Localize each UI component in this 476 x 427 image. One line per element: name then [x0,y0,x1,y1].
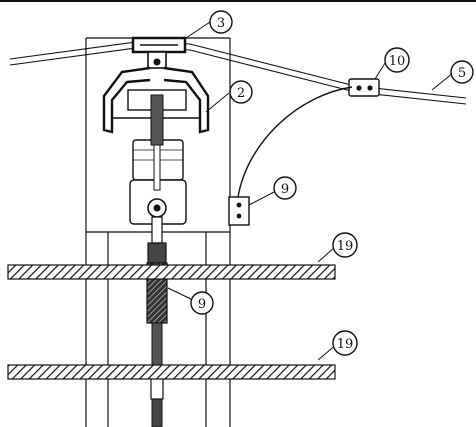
callout-3 [209,10,233,34]
cable-clip [348,78,380,97]
label-clip: 10 [389,54,406,69]
label-hanger: 2 [237,86,245,101]
callout-9-rod [190,291,214,315]
callout-2 [229,80,253,104]
label-beam-upper: 19 [337,239,354,254]
leader-lines [167,21,454,361]
label-rod: 9 [198,297,206,312]
wall-bracket [228,196,250,226]
drop-wire [237,86,353,198]
callout-9-bracket [273,176,297,200]
label-top-clamp: 3 [217,16,225,31]
callouts [190,10,474,356]
callout-19-lower [332,330,358,356]
label-cable: 5 [458,66,466,81]
top-clamp [131,36,187,69]
label-beam-lower: 19 [337,337,354,352]
callout-19-upper [332,232,358,258]
beam-upper [7,264,336,280]
callout-10 [384,47,410,73]
label-bracket: 9 [281,182,289,197]
beam-lower [7,364,336,380]
cable [9,41,467,105]
callout-5 [450,60,474,84]
